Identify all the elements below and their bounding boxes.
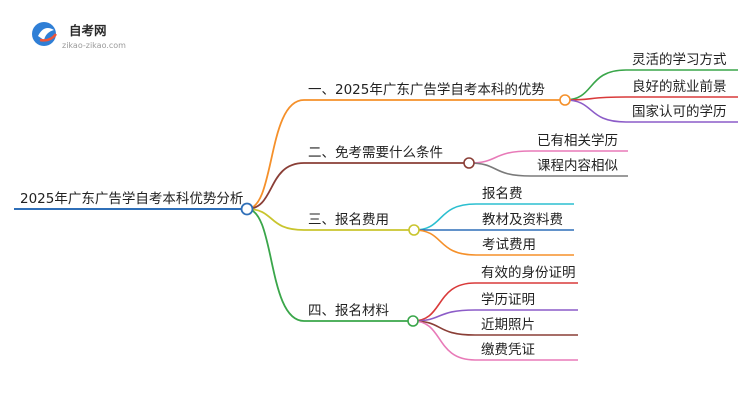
branch-collapse-handle-1[interactable] bbox=[559, 94, 571, 106]
branch-collapse-handle-4[interactable] bbox=[407, 315, 419, 327]
leaf-label-1-1: 灵活的学习方式 bbox=[632, 52, 727, 68]
leaf-connector-1-1 bbox=[564, 69, 627, 101]
leaf-label-1-3: 国家认可的学历 bbox=[632, 103, 727, 120]
branch-label-1: 一、2025年广东广告学自考本科的优势 bbox=[308, 82, 545, 98]
leaf-connector-4-1 bbox=[412, 282, 476, 322]
branch-collapse-handle-2[interactable] bbox=[463, 157, 475, 169]
logo-icon bbox=[32, 22, 57, 46]
leaf-label-4-1: 有效的身份证明 bbox=[481, 265, 576, 281]
leaf-label-3-1: 报名费 bbox=[482, 186, 523, 202]
branch-label-4: 四、报名材料 bbox=[308, 303, 389, 319]
branch-label-2: 二、免考需要什么条件 bbox=[308, 144, 443, 161]
leaf-label-4-2: 学历证明 bbox=[481, 292, 535, 308]
logo-title: 自考网 bbox=[69, 23, 107, 38]
leaf-label-3-3: 考试费用 bbox=[482, 237, 536, 253]
leaf-label-2-1: 已有相关学历 bbox=[537, 133, 618, 149]
logo: 自考网 zikao-zikao.com bbox=[32, 22, 126, 50]
leaf-connector-1-3 bbox=[564, 99, 627, 123]
leaf-connector-2-2 bbox=[468, 162, 532, 177]
leaf-label-2-2: 课程内容相似 bbox=[537, 157, 618, 174]
root-label: 2025年广东广告学自考本科优势分析 bbox=[20, 191, 243, 207]
branch-connector-1 bbox=[246, 99, 305, 210]
leaf-label-1-2: 良好的就业前景 bbox=[632, 78, 727, 95]
leaf-connector-3-1 bbox=[413, 203, 477, 231]
branch-label-3: 三、报名费用 bbox=[308, 212, 389, 228]
leaf-connector-3-3 bbox=[413, 229, 477, 256]
leaf-label-3-2: 教材及资料费 bbox=[482, 212, 563, 228]
branch-connector-3 bbox=[246, 208, 305, 231]
mindmap-nodes: 2025年广东广告学自考本科优势分析 一、2025年广东广告学自考本科的优势 灵活的… bbox=[20, 52, 727, 358]
branch-connector-2 bbox=[246, 162, 305, 210]
leaf-label-4-4: 缴费凭证 bbox=[481, 342, 535, 358]
leaf-connector-4-4 bbox=[412, 320, 476, 361]
leaf-connector-2-1 bbox=[468, 150, 532, 164]
root-collapse-handle[interactable] bbox=[240, 202, 254, 216]
logo-url: zikao-zikao.com bbox=[62, 41, 126, 50]
branch-collapse-handle-3[interactable] bbox=[408, 224, 420, 236]
leaf-label-4-3: 近期照片 bbox=[481, 317, 535, 333]
branch-connector-4 bbox=[246, 208, 305, 322]
mindmap-edges bbox=[14, 69, 738, 361]
